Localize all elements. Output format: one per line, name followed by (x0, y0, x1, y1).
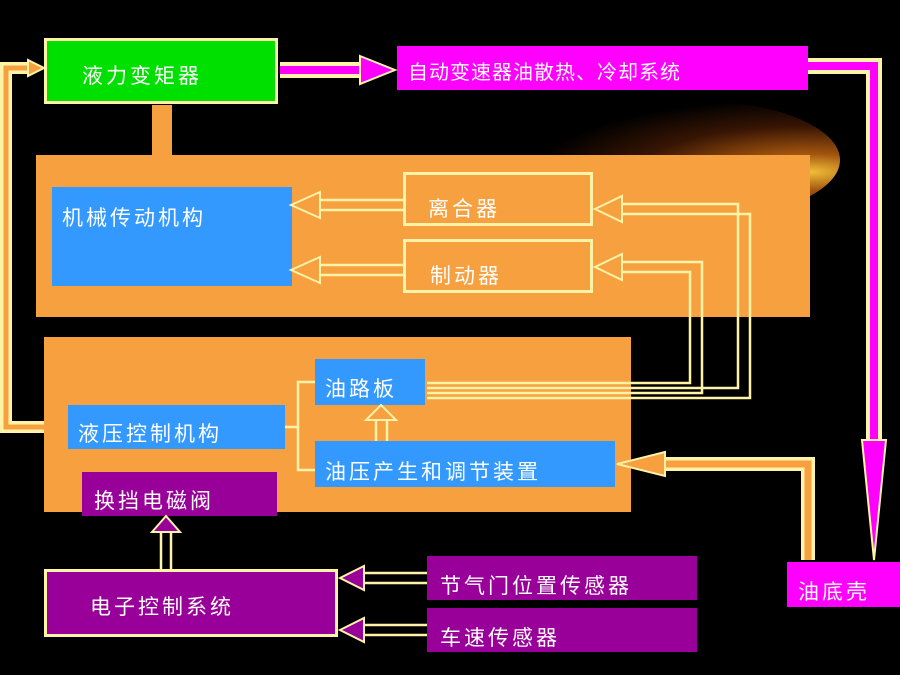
torque-converter-label: 液力变矩器 (82, 64, 202, 88)
shift-solenoid-label: 换挡电磁阀 (94, 489, 214, 513)
electronic-control-label: 电子控制系统 (90, 595, 234, 619)
arrowhead-clutch (592, 194, 623, 224)
brake-box (403, 239, 593, 293)
throttle-sensor-label: 节气门位置传感器 (440, 574, 632, 598)
bracket-hydraulic (285, 380, 315, 472)
oil-circuit-board-box (315, 359, 425, 405)
brake-label: 制动器 (430, 264, 502, 288)
arrow-oilboard-to-clutch-brake (427, 202, 752, 400)
hydraulic-control-label: 液压控制机构 (78, 422, 222, 446)
oil-circuit-board-label: 油路板 (325, 377, 397, 401)
electronic-control-box (44, 569, 338, 637)
arrow-cooling-to-oilpan (808, 58, 888, 561)
shift-solenoid-box (82, 472, 277, 516)
arrow-brake-to-mech (288, 255, 403, 285)
cooling-system-label: 自动变速器油散热、冷却系统 (408, 60, 681, 84)
clutch-label: 离合器 (428, 197, 500, 221)
arrow-torque-to-cooling (280, 54, 398, 86)
throttle-sensor-box (427, 556, 697, 600)
oil-pan-box (787, 562, 900, 607)
hydraulic-control-box (68, 405, 285, 449)
speed-sensor-box (427, 608, 697, 652)
arrow-hydraulic-to-torque (0, 58, 47, 433)
oil-pan-label: 油底壳 (798, 580, 870, 604)
arrow-electronic-to-solenoid (149, 514, 183, 569)
clutch-box (403, 172, 593, 226)
torque-converter-box (44, 38, 278, 104)
mech-transmission-box (52, 187, 292, 286)
pressure-generation-label: 油压产生和调节装置 (325, 460, 541, 484)
arrow-speed-to-ecu (337, 616, 427, 644)
torque-connector (152, 105, 172, 157)
arrowhead-brake (592, 252, 623, 282)
arrow-throttle-to-ecu (337, 564, 427, 592)
arrow-clutch-to-mech (288, 190, 403, 220)
mech-transmission-label: 机械传动机构 (62, 206, 206, 230)
pressure-generation-box (315, 441, 615, 487)
arrow-oilpan-to-pressure (616, 450, 815, 560)
speed-sensor-label: 车速传感器 (440, 626, 560, 650)
arrow-pressure-to-oilboard (363, 403, 399, 441)
cooling-system-box (397, 46, 808, 90)
